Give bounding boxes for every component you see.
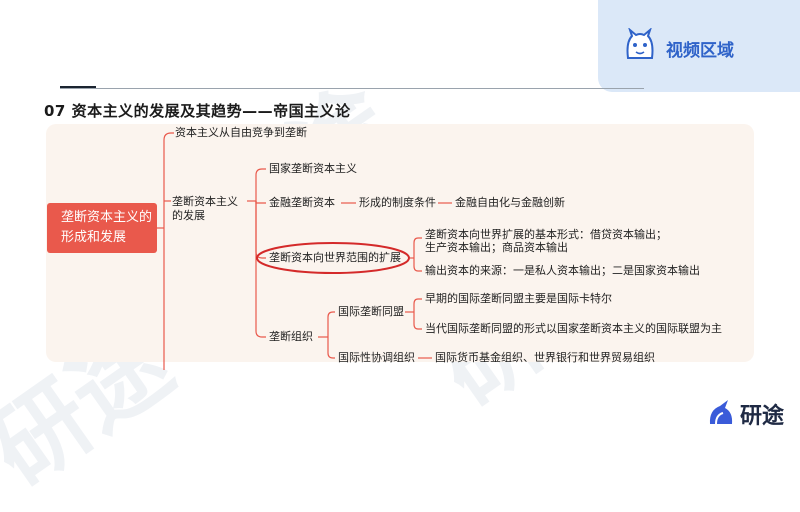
divider-accent: [60, 86, 96, 88]
node-finance-monopoly: 金融垄断资本: [269, 196, 335, 209]
node-expansion-forms-1: 垄断资本向世界扩展的基本形式：借贷资本输出；: [425, 228, 667, 241]
highlight-circle: [256, 242, 410, 274]
node-monopoly-org: 垄断组织: [269, 330, 313, 343]
unicorn-logo-icon: [709, 400, 733, 425]
mascot-icon: [626, 28, 654, 59]
node-coord-examples: 国际货币基金组织、世界银行和世界贸易组织: [435, 351, 655, 364]
branch-free-competition: 资本主义从自由竞争到垄断: [175, 126, 307, 139]
video-region-label: 视频区域: [666, 41, 734, 61]
brand-logo-text: 研途: [740, 404, 785, 429]
page-title: 07 资本主义的发展及其趋势——帝国主义论: [44, 102, 351, 120]
node-state-monopoly: 国家垄断资本主义: [269, 162, 357, 175]
branch-development: 垄断资本主义的发展: [172, 195, 238, 222]
brand-logo: 研途: [706, 396, 786, 430]
node-contemporary-alliance: 当代国际垄断同盟的形式以国家垄断资本主义的国际联盟为主: [425, 322, 722, 335]
video-region: 视频区域: [598, 0, 800, 92]
node-expansion: 垄断资本向世界范围的扩展: [269, 251, 401, 264]
node-institutional-conditions: 形成的制度条件: [359, 196, 436, 209]
node-early-alliance: 早期的国际垄断同盟主要是国际卡特尔: [425, 292, 612, 305]
divider: [60, 88, 644, 89]
node-expansion-forms-2: 生产资本输出；商品资本输出: [425, 241, 568, 254]
node-capital-export-sources: 输出资本的来源：一是私人资本输出；二是国家资本输出: [425, 264, 700, 277]
root-node: 垄断资本主义的形成和发展: [47, 203, 157, 253]
node-coord-org: 国际性协调组织: [338, 351, 415, 364]
mindmap-connectors: [157, 132, 452, 370]
node-financial-liberalization: 金融自由化与金融创新: [455, 196, 565, 209]
node-intl-alliance: 国际垄断同盟: [338, 305, 404, 318]
